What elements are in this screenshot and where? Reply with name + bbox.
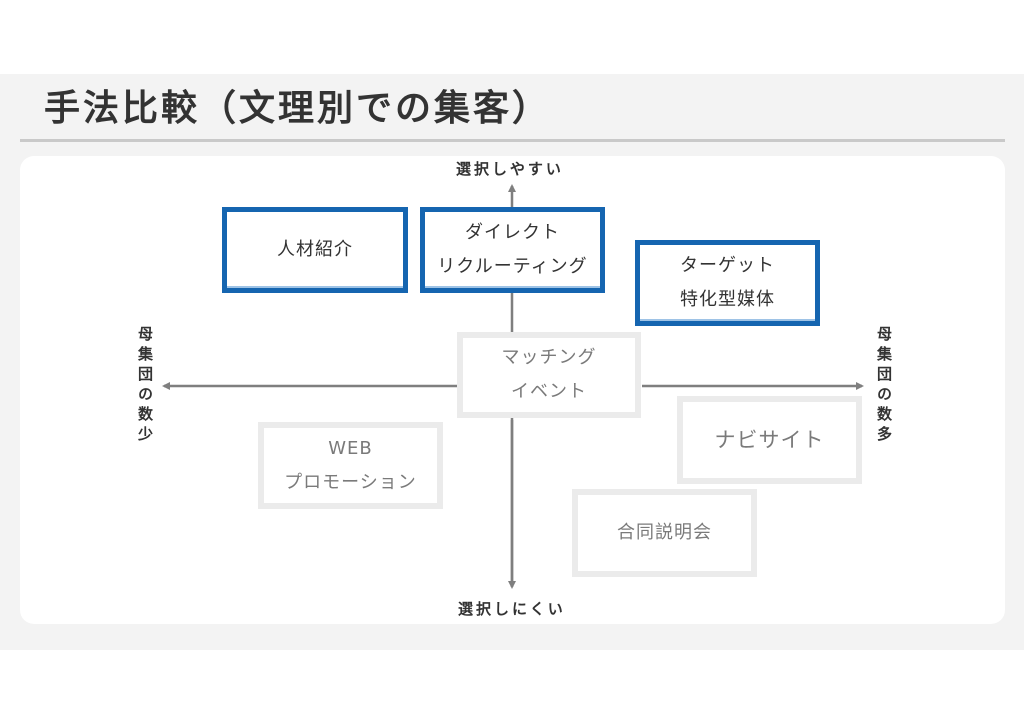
page-title: 手法比較（文理別での集客） (44, 88, 552, 129)
axis-label-top: 選択しやすい (456, 160, 564, 178)
axis-label-right: 母集団の数多 (875, 326, 893, 446)
method-label-line: マッチング (501, 347, 597, 368)
method-label-line: 合同説明会 (617, 522, 712, 543)
method-box-matching-event: マッチング イベント (457, 332, 641, 418)
method-label-line: ターゲット (680, 255, 775, 276)
method-box-joint-seminar: 合同説明会 (572, 489, 757, 577)
method-box-target-media: ターゲット 特化型媒体 (635, 240, 820, 326)
method-label-line: WEB (328, 437, 373, 459)
method-label-line: プロモーション (284, 471, 417, 493)
method-label-line: 特化型媒体 (680, 289, 775, 310)
method-box-jinzai-shoukai: 人材紹介 (222, 207, 408, 293)
method-box-direct-recruiting: ダイレクト リクルーティング (420, 207, 605, 293)
method-label-line: イベント (511, 381, 587, 402)
axis-label-bottom: 選択しにくい (458, 600, 566, 618)
method-box-navi-site: ナビサイト (677, 396, 862, 484)
method-label-line: ダイレクト (465, 222, 560, 243)
method-label-line: リクルーティング (437, 256, 588, 277)
method-label-line: 人材紹介 (277, 239, 353, 260)
method-box-web-promotion: WEB プロモーション (258, 422, 443, 509)
axis-label-left: 母集団の数少 (136, 326, 154, 446)
method-label-line: ナビサイト (714, 428, 825, 452)
title-divider (20, 139, 1005, 142)
